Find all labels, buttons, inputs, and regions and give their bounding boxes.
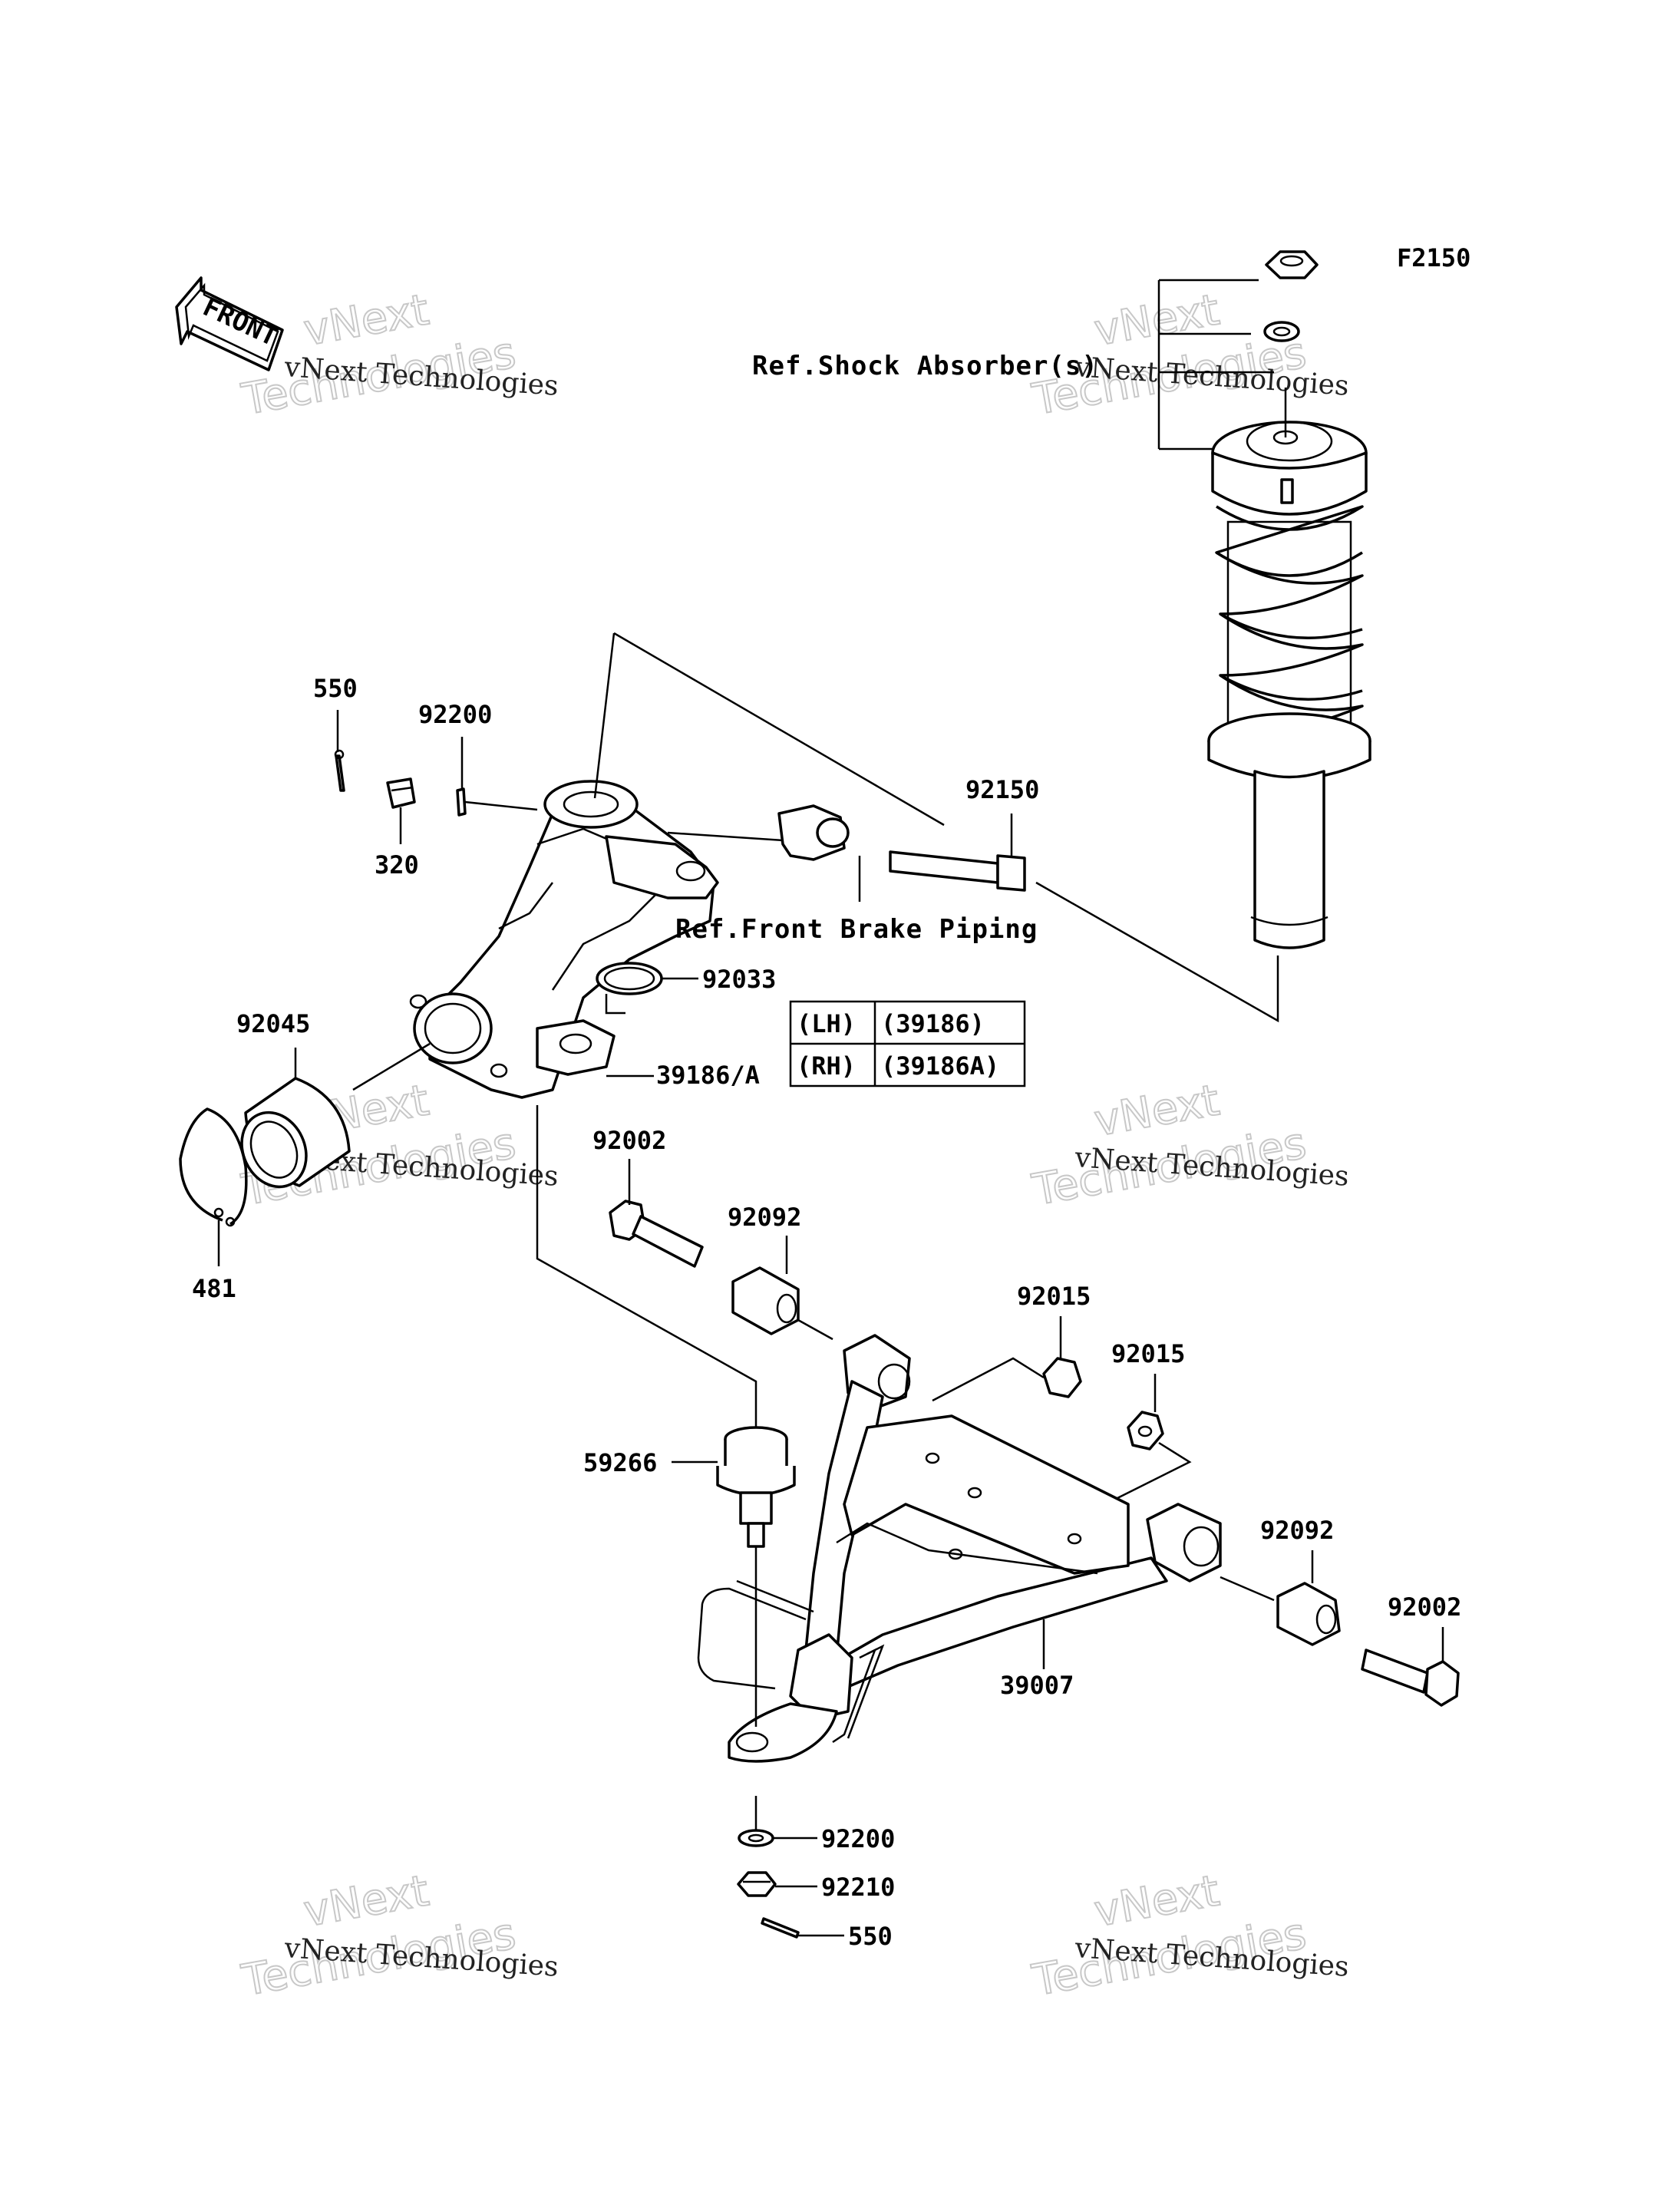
part-label-92045: 92045: [236, 1009, 310, 1038]
watermark-bottom-right: vNext Technologies vNext Technologies: [1028, 1865, 1350, 2007]
bolt-92002-right: [1361, 1627, 1460, 1707]
coil-spring-icon: [1215, 505, 1364, 738]
table-row-lh-part: (39186): [881, 1009, 985, 1038]
part-label-550-bottom: 550: [848, 1922, 893, 1951]
brake-pipe-clamp: [777, 804, 861, 902]
part-label-92200-top: 92200: [418, 700, 492, 729]
cotter-pin-bottom: [761, 1917, 844, 1939]
part-label-92092-right: 92092: [1260, 1516, 1334, 1545]
part-label-59266: 59266: [583, 1448, 657, 1477]
watermark-top-left: vNext Technologies vNext Technologies: [237, 284, 559, 426]
collar-92092-right: [1220, 1550, 1341, 1646]
washer-92200-bottom: [738, 1796, 817, 1847]
bearing-92045: [240, 1048, 351, 1189]
part-label-92150: 92150: [965, 775, 1039, 804]
snap-ring-92033: [596, 962, 698, 1015]
part-label-481: 481: [192, 1274, 236, 1303]
part-label-92015-a: 92015: [1017, 1282, 1091, 1311]
circlip-481: [179, 1107, 248, 1266]
diagram-code: F2150: [1397, 243, 1470, 272]
steering-knuckle: [352, 632, 945, 1427]
castle-nut-320: [386, 777, 416, 844]
table-row-rh-part: (39186A): [881, 1051, 999, 1081]
nut-92015-a: [932, 1316, 1082, 1402]
part-label-92033: 92033: [702, 965, 776, 994]
table-row-lh-side: (LH): [797, 1009, 856, 1038]
part-label-39007: 39007: [1000, 1671, 1074, 1700]
ref-shock-absorber: Ref.Shock Absorber(s): [752, 351, 1098, 381]
bolt-92002-left: [609, 1159, 704, 1268]
shock-absorber-group: [1035, 250, 1371, 1023]
castle-nut-92210: [737, 1871, 817, 1897]
bolt-92150: [889, 814, 1026, 892]
collar-92092-left: [731, 1236, 833, 1341]
ref-front-brake-piping: Ref.Front Brake Piping: [675, 914, 1038, 945]
part-label-92015-b: 92015: [1111, 1339, 1185, 1368]
a-arm-39007: [697, 1334, 1222, 1763]
lh-rh-table: (LH) (39186) (RH) (39186A): [789, 1000, 1026, 1087]
washer-92200-top: [456, 737, 538, 817]
part-label-92210: 92210: [821, 1873, 895, 1902]
watermark-mid-right: vNext Technologies vNext Technologies: [1028, 1074, 1350, 1216]
cotter-pin-top: [334, 710, 345, 792]
shock-washer-icon: [1263, 321, 1300, 342]
ball-joint-59266: [672, 1426, 796, 1727]
part-label-92200-bottom: 92200: [821, 1824, 895, 1853]
part-label-92092-left: 92092: [728, 1203, 801, 1232]
part-label-92002-left: 92002: [592, 1126, 666, 1155]
front-arrow-icon: FRONT: [175, 276, 284, 371]
part-label-320: 320: [375, 850, 419, 880]
part-label-550-top: 550: [313, 674, 358, 703]
part-label-92002-right: 92002: [1388, 1592, 1461, 1622]
watermark-bottom-left: vNext Technologies vNext Technologies: [237, 1865, 559, 2007]
table-row-rh-side: (RH): [797, 1051, 856, 1081]
nut-92015-b: [1104, 1374, 1192, 1506]
part-label-39186a: 39186/A: [656, 1061, 760, 1090]
